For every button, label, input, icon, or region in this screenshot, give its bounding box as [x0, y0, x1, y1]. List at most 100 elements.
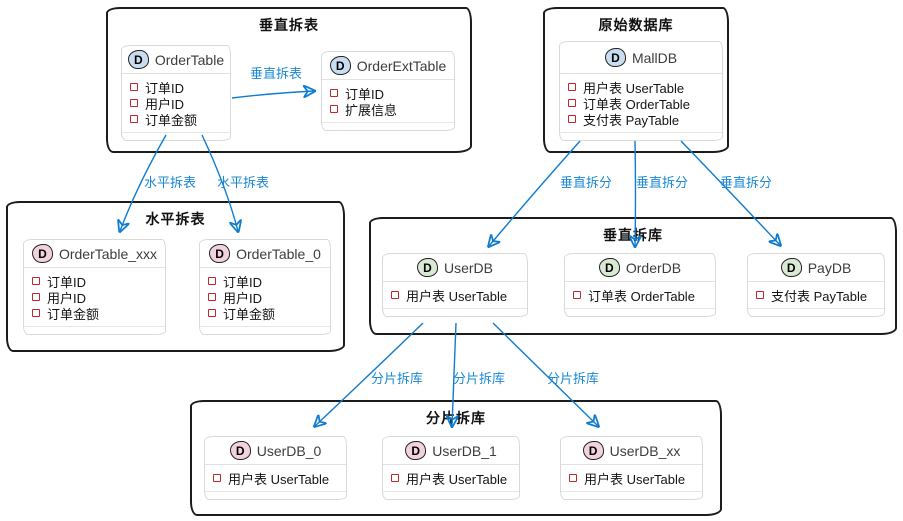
field-row: 用户ID: [130, 95, 223, 112]
entity-UserDB_0: D UserDB_0 用户表 UserTable: [204, 436, 347, 500]
entity-footer: [748, 308, 884, 316]
entity-header: D OrderTable_xxx: [24, 240, 165, 267]
entity-footer: [122, 132, 230, 140]
field-label: 订单金额: [47, 306, 100, 322]
field-icon: [208, 277, 216, 285]
field-label: 支付表 PayTable: [771, 288, 868, 304]
database-entity-icon: D: [405, 441, 427, 460]
field-icon: [213, 474, 221, 482]
field-row: 扩展信息: [330, 101, 447, 118]
database-entity-icon: D: [780, 258, 802, 277]
entity-name: UserDB: [443, 259, 493, 276]
edge-label: 水平拆表: [144, 175, 197, 190]
field-icon: [208, 293, 216, 301]
database-entity-icon: D: [604, 48, 626, 67]
entity-PayDB: D PayDB 支付表 PayTable: [747, 253, 885, 317]
database-entity-icon: D: [31, 244, 53, 263]
entity-name: MallDB: [631, 49, 678, 66]
entity-MallDB: D MallDB 用户表 UserTable 订单表 OrderTable 支付…: [559, 41, 723, 141]
field-icon: [130, 99, 138, 107]
field-icon: [130, 83, 138, 91]
edge-label: 分片拆库: [547, 371, 600, 386]
entity-OrderExtTable: D OrderExtTable 订单ID 扩展信息: [321, 51, 455, 131]
field-icon: [391, 291, 399, 299]
field-label: 用户ID: [145, 96, 185, 112]
entity-header: D OrderDB: [565, 254, 715, 281]
field-row: 用户表 UserTable: [391, 287, 520, 304]
entity-footer: [565, 308, 715, 316]
field-row: 订单表 OrderTable: [573, 287, 708, 304]
entity-footer: [561, 491, 702, 499]
field-row: 订单ID: [32, 273, 158, 290]
entity-fields: 订单表 OrderTable: [565, 281, 715, 308]
entity-OrderTable_xxx: D OrderTable_xxx 订单ID 用户ID 订单金额: [23, 239, 166, 335]
field-label: 用户表 UserTable: [228, 471, 330, 487]
edge-label: 垂直拆分: [720, 175, 773, 190]
entity-fields: 用户表 UserTable 订单表 OrderTable 支付表 PayTabl…: [560, 73, 722, 132]
entity-header: D PayDB: [748, 254, 884, 281]
field-row: 支付表 PayTable: [568, 111, 715, 128]
group-title: 水平拆表: [145, 211, 206, 227]
field-row: 订单ID: [208, 273, 323, 290]
field-icon: [330, 89, 338, 97]
field-icon: [391, 474, 399, 482]
entity-header: D UserDB_xx: [561, 437, 702, 464]
entity-header: D MallDB: [560, 42, 722, 73]
field-label: 用户表 UserTable: [583, 80, 685, 96]
database-entity-icon: D: [582, 441, 604, 460]
field-label: 订单ID: [223, 274, 263, 290]
field-label: 订单表 OrderTable: [588, 288, 695, 304]
field-label: 订单ID: [145, 80, 185, 96]
entity-OrderDB: D OrderDB 订单表 OrderTable: [564, 253, 716, 317]
entity-header: D OrderExtTable: [322, 52, 454, 79]
entity-UserDB: D UserDB 用户表 UserTable: [382, 253, 528, 317]
field-row: 用户表 UserTable: [213, 470, 339, 487]
edge-label: 水平拆表: [217, 175, 270, 190]
entity-name: PayDB: [807, 259, 852, 276]
entity-fields: 用户表 UserTable: [383, 281, 527, 308]
field-label: 订单金额: [145, 112, 198, 128]
field-row: 订单ID: [130, 79, 223, 96]
database-entity-icon: D: [598, 258, 620, 277]
field-label: 用户ID: [223, 290, 263, 306]
entity-fields: 订单ID 用户ID 订单金额: [24, 267, 165, 326]
entity-footer: [24, 326, 165, 334]
entity-header: D OrderTable: [122, 46, 230, 73]
field-label: 用户ID: [47, 290, 87, 306]
field-label: 用户表 UserTable: [584, 471, 686, 487]
database-entity-icon: D: [329, 56, 351, 75]
group-title: 原始数据库: [598, 17, 674, 33]
entity-fields: 订单ID 用户ID 订单金额: [122, 73, 230, 132]
entity-UserDB_xx: D UserDB_xx 用户表 UserTable: [560, 436, 703, 500]
field-icon: [330, 105, 338, 113]
field-row: 订单表 OrderTable: [568, 95, 715, 112]
field-icon: [32, 277, 40, 285]
entity-fields: 用户表 UserTable: [205, 464, 346, 491]
entity-name: OrderTable: [154, 51, 225, 68]
entity-OrderTable: D OrderTable 订单ID 用户ID 订单金额: [121, 45, 231, 141]
field-row: 用户表 UserTable: [569, 470, 695, 487]
field-row: 订单金额: [32, 305, 158, 322]
entity-name: UserDB_1: [432, 442, 497, 459]
field-label: 支付表 PayTable: [583, 112, 680, 128]
entity-footer: [200, 326, 330, 334]
entity-UserDB_1: D UserDB_1 用户表 UserTable: [382, 436, 520, 500]
entity-fields: 订单ID 用户ID 订单金额: [200, 267, 330, 326]
group-title: 垂直拆表: [259, 17, 319, 33]
entity-footer: [560, 132, 722, 140]
field-row: 订单ID: [330, 85, 447, 102]
database-entity-icon: D: [209, 244, 231, 263]
field-icon: [573, 291, 581, 299]
entity-fields: 支付表 PayTable: [748, 281, 884, 308]
entity-name: UserDB_0: [256, 442, 322, 459]
group-title: 分片拆库: [426, 410, 486, 426]
field-row: 订单金额: [130, 111, 223, 128]
field-label: 用户表 UserTable: [406, 471, 508, 487]
field-label: 订单ID: [47, 274, 87, 290]
field-icon: [208, 309, 216, 317]
field-row: 用户ID: [208, 289, 323, 306]
field-row: 用户表 UserTable: [568, 79, 715, 96]
entity-footer: [322, 122, 454, 130]
database-entity-icon: D: [127, 50, 149, 69]
field-label: 订单表 OrderTable: [583, 96, 690, 112]
